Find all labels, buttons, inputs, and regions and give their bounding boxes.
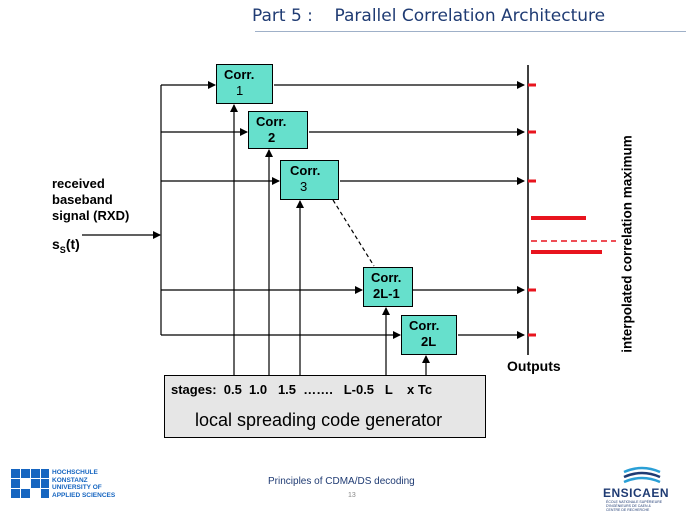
correlator-2l: Corr. 2L xyxy=(401,315,457,355)
ensicaen-wave-icon xyxy=(623,466,661,484)
title-underline xyxy=(255,31,686,32)
correlator-2: Corr. 2 xyxy=(248,111,308,149)
input-label: received baseband signal (RXD) xyxy=(52,176,129,224)
signal-argument: (t) xyxy=(65,236,80,252)
page-title: Part 5 : Parallel Correlation Architectu… xyxy=(252,6,606,26)
spreading-code-generator: stages: 0.5 1.0 1.5 ……. L-0.5 L x Tc loc… xyxy=(164,375,486,438)
correlator-3-index: 3 xyxy=(300,179,308,194)
ensicaen-wordmark: ENSICAEN xyxy=(603,486,670,500)
input-label-line1: received xyxy=(52,176,105,191)
hochschule-konstanz-wordmark: HOCHSCHULE KONSTANZ UNIVERSITY OF APPLIE… xyxy=(52,469,116,499)
hochschule-konstanz-logo xyxy=(11,469,49,498)
signal-symbol: s xyxy=(52,236,60,252)
generator-stages: stages: 0.5 1.0 1.5 ……. L-0.5 L x Tc xyxy=(171,382,433,397)
correlator-3: Corr. 3 xyxy=(280,160,339,200)
correlator-2l-1-index: 2L-1 xyxy=(373,286,400,301)
input-signal-label: sS(t) xyxy=(52,236,80,255)
outputs-label: Outputs xyxy=(507,358,561,374)
correlator-2l-index: 2L xyxy=(421,334,437,349)
correlator-3-title: Corr. xyxy=(290,163,321,178)
correlator-2l-1-title: Corr. xyxy=(371,270,402,285)
correlator-2-index: 2 xyxy=(268,130,276,145)
correlator-1-index: 1 xyxy=(236,83,244,98)
ensicaen-subtitle: ÉCOLE NATIONALE SUPÉRIEURE D'INGÉNIEURS … xyxy=(606,500,663,512)
ellipsis-dashed-line xyxy=(332,199,375,267)
correlator-2l-title: Corr. xyxy=(409,318,440,333)
footer-course-title: Principles of CDMA/DS decoding xyxy=(268,476,415,487)
signal-subscript: S xyxy=(59,244,66,255)
correlator-2-title: Corr. xyxy=(256,114,287,129)
correlator-2l-1: Corr. 2L-1 xyxy=(363,267,413,307)
interpolated-maximum-label: interpolated correlation maximum xyxy=(619,135,635,353)
page-number: 13 xyxy=(348,492,356,499)
input-label-line2: baseband xyxy=(52,192,113,207)
input-label-line3: signal (RXD) xyxy=(52,208,130,223)
correlator-1-title: Corr. xyxy=(224,67,255,82)
generator-label: local spreading code generator xyxy=(195,410,443,430)
correlator-1: Corr. 1 xyxy=(216,64,273,104)
